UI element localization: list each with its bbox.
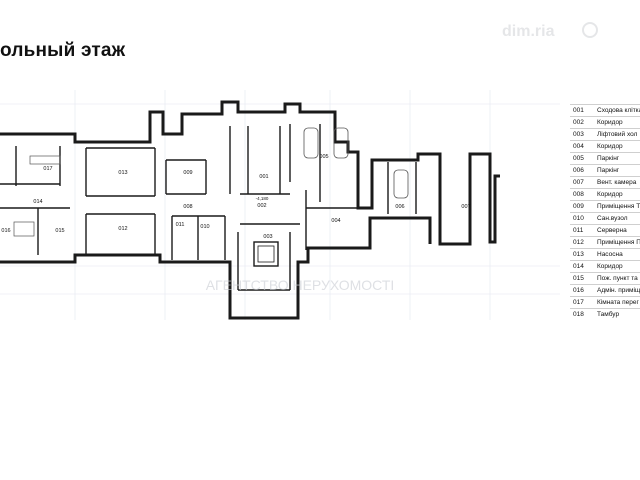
legend-row: 018 Тамбур [570,308,640,320]
legend-name: Сходова клітка [597,107,640,114]
legend-row: 013 Насосна [570,248,640,260]
legend-name: Приміщення Т [597,203,640,210]
legend-name: Коридор [597,119,623,126]
room-label-003: 003 [263,234,272,240]
room-label-002: 002 [257,203,266,209]
legend-code: 017 [573,299,584,306]
page-title: ольный этаж [0,40,126,61]
legend-name: Насосна [597,251,623,258]
legend-row: 017 Кімната перег [570,296,640,308]
legend-code: 007 [573,179,584,186]
legend-name: Серверна [597,227,627,234]
legend-code: 013 [573,251,584,258]
legend-code: 015 [573,275,584,282]
legend-code: 011 [573,227,584,234]
room-label-012: 012 [118,226,127,232]
legend-code: 006 [573,167,584,174]
room-label-014: 014 [33,199,42,205]
legend-code: 003 [573,131,584,138]
legend-name: Вент. камера [597,179,637,186]
legend-row: 006 Паркінг [570,164,640,176]
legend-name: Тамбур [597,311,620,318]
legend-row: 008 Коридор [570,188,640,200]
room-label-016: 016 [1,228,10,234]
legend-name: Пож. пункт та [597,275,638,282]
exterior-walls [0,100,500,320]
legend-row: 004 Коридор [570,140,640,152]
lift-shaft [253,241,279,267]
room-label-006: 006 [395,204,404,210]
legend-name: Кімната перег [597,299,639,306]
furniture [13,155,61,237]
floor-plan: 001 002 003 004 005 006 007 008 009 010 … [0,90,560,320]
legend-code: 009 [573,203,584,210]
legend-row: 014 Коридор [570,260,640,272]
legend-row: 015 Пож. пункт та [570,272,640,284]
room-label-013: 013 [118,170,127,176]
watermark-text: АГЕНТСТВО НЕРУХОМОСТІ [206,277,395,293]
legend-row: 005 Паркінг [570,152,640,164]
room-label-017: 017 [43,166,52,172]
legend-code: 014 [573,263,584,270]
legend-name: Сан.вузол [597,215,628,222]
room-label-001: 001 [259,174,268,180]
legend-name: Коридор [597,191,623,198]
interior-walls [0,124,417,291]
legend-name: Ліфтовий хол [597,131,638,138]
legend-name: Паркінг [597,155,620,162]
watermark-logo: dim.ria [502,22,598,40]
legend-row: 002 Коридор [570,116,640,128]
legend-row: 007 Вент. камера [570,176,640,188]
legend-code: 018 [573,311,584,318]
legend-name: Приміщення П [597,239,640,246]
legend-row: 011 Серверна [570,224,640,236]
legend-name: Коридор [597,263,623,270]
car-outlines [303,127,409,199]
legend-code: 001 [573,107,584,114]
legend-row: 003 Ліфтовий хол [570,128,640,140]
room-label-008: 008 [183,204,192,210]
legend-name: Коридор [597,143,623,150]
legend-row: 016 Адмін. приміщ [570,284,640,296]
legend-code: 005 [573,155,584,162]
room-label-007: 007 [461,204,470,210]
level-mark: -4,180 [256,196,269,201]
legend-code: 016 [573,287,584,294]
legend-code: 002 [573,119,584,126]
room-label-015: 015 [55,228,64,234]
room-label-004: 004 [331,218,340,224]
room-label-009: 009 [183,170,192,176]
legend-row: 010 Сан.вузол [570,212,640,224]
legend-code: 012 [573,239,584,246]
watermark-brand: dim.ria [502,23,555,40]
legend-row: 012 Приміщення П [570,236,640,248]
legend-code: 010 [573,215,584,222]
legend-row: 009 Приміщення Т [570,200,640,212]
room-label-011: 011 [176,222,185,228]
room-label-005: 005 [319,154,328,160]
legend-name: Паркінг [597,167,620,174]
legend-name: Адмін. приміщ [597,287,640,294]
legend-row: 001 Сходова клітка [570,104,640,116]
legend-code: 004 [573,143,584,150]
room-label-010: 010 [200,224,209,230]
legend-code: 008 [573,191,584,198]
